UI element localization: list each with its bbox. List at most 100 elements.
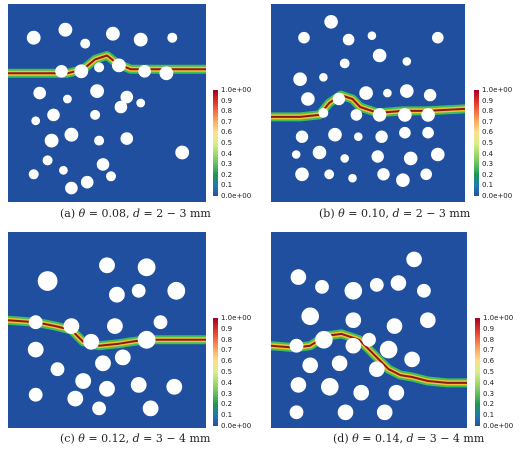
hole bbox=[376, 404, 393, 421]
colorbar-tick-label: 0.6 bbox=[482, 128, 494, 137]
hole bbox=[345, 337, 362, 354]
hole bbox=[120, 132, 134, 145]
hole bbox=[344, 282, 363, 300]
hole bbox=[328, 127, 342, 142]
hole bbox=[422, 126, 434, 139]
hole bbox=[74, 64, 89, 79]
colorbar-tick-label: 0.8 bbox=[482, 107, 494, 116]
hole bbox=[342, 33, 355, 46]
hole bbox=[133, 32, 148, 47]
hole bbox=[44, 133, 59, 148]
hole bbox=[337, 404, 354, 421]
hole bbox=[166, 378, 183, 395]
hole bbox=[362, 332, 376, 347]
hole bbox=[90, 84, 104, 98]
hole bbox=[396, 173, 410, 187]
colorbar-tick-label: 0.5 bbox=[221, 368, 233, 376]
hole bbox=[295, 167, 309, 182]
colorbar-tick-label: 0.0e+00 bbox=[221, 192, 252, 200]
hole bbox=[80, 175, 94, 189]
colorbar-tick-label: 0.0e+00 bbox=[482, 192, 513, 200]
colorbar-gradient bbox=[474, 90, 479, 196]
hole bbox=[340, 154, 349, 163]
hole bbox=[301, 307, 319, 326]
hole bbox=[106, 171, 116, 182]
colorbar-tick-label: 0.3 bbox=[221, 160, 233, 169]
hole bbox=[50, 362, 65, 377]
hole bbox=[348, 173, 357, 183]
hole bbox=[106, 26, 120, 41]
hole bbox=[318, 108, 329, 118]
hole bbox=[92, 401, 106, 416]
hole bbox=[417, 283, 431, 298]
colorbar-tick-label: 0.1 bbox=[221, 181, 233, 190]
hole bbox=[75, 373, 92, 389]
hole bbox=[420, 312, 436, 328]
colorbar-tick-label: 0.9 bbox=[221, 324, 233, 333]
hole bbox=[80, 38, 91, 49]
colorbar-tick-label: 0.1 bbox=[221, 411, 233, 420]
hole bbox=[28, 387, 43, 402]
colorbar-tick-label: 0.2 bbox=[483, 400, 495, 409]
hole bbox=[312, 145, 327, 160]
hole bbox=[375, 130, 388, 143]
hole bbox=[112, 58, 126, 73]
hole bbox=[359, 86, 373, 100]
hole bbox=[290, 269, 307, 285]
hole bbox=[59, 165, 68, 175]
hole bbox=[399, 126, 411, 139]
hole bbox=[95, 355, 111, 372]
colorbar-gradient bbox=[475, 318, 480, 426]
hole bbox=[379, 340, 398, 359]
hole bbox=[390, 275, 407, 291]
colorbar-tick-label: 1.0e+00 bbox=[221, 314, 252, 322]
hole bbox=[159, 66, 174, 81]
colorbar-tick-label: 0.2 bbox=[482, 170, 494, 179]
hole bbox=[83, 333, 100, 350]
colorbar-tick-label: 0.7 bbox=[221, 346, 233, 355]
hole bbox=[324, 169, 335, 180]
hole bbox=[136, 98, 146, 108]
hole bbox=[109, 286, 125, 303]
hole bbox=[372, 48, 387, 63]
hole bbox=[367, 31, 377, 40]
colorbar-tick-label: 0.7 bbox=[483, 346, 495, 355]
hole bbox=[33, 86, 46, 100]
hole bbox=[167, 32, 178, 43]
hole bbox=[432, 31, 444, 44]
colorbar-tick-label: 0.8 bbox=[221, 107, 233, 116]
hole bbox=[47, 108, 60, 122]
hole bbox=[298, 31, 310, 44]
hole bbox=[64, 127, 79, 142]
hole bbox=[383, 88, 392, 98]
hole bbox=[369, 278, 384, 292]
hole bbox=[371, 150, 384, 163]
colorbar-tick-label: 1.0e+00 bbox=[221, 86, 252, 94]
colorbar-tick-label: 0.5 bbox=[483, 368, 495, 376]
hole bbox=[293, 72, 307, 86]
colorbar-tick-label: 0.3 bbox=[482, 160, 494, 169]
hole bbox=[167, 281, 186, 300]
hole bbox=[114, 100, 128, 114]
hole bbox=[345, 312, 362, 328]
hole bbox=[131, 283, 146, 298]
hole bbox=[26, 30, 41, 45]
hole bbox=[423, 88, 437, 102]
hole bbox=[386, 318, 403, 334]
hole bbox=[107, 318, 123, 334]
hole bbox=[398, 108, 412, 122]
caption-a: (a) θ = 0.08, d = 2 − 3 mm bbox=[60, 207, 211, 220]
hole bbox=[289, 405, 304, 420]
caption-b: (b) θ = 0.10, d = 2 − 3 mm bbox=[319, 207, 471, 220]
colorbar-tick-label: 0.6 bbox=[483, 357, 495, 366]
colorbar-tick-label: 0.3 bbox=[483, 389, 495, 398]
colorbar-tick-label: 0.4 bbox=[483, 378, 495, 387]
hole bbox=[142, 400, 159, 417]
hole bbox=[354, 132, 363, 141]
colorbar-tick-label: 0.8 bbox=[483, 335, 495, 344]
hole bbox=[153, 315, 168, 330]
hole bbox=[420, 168, 432, 181]
